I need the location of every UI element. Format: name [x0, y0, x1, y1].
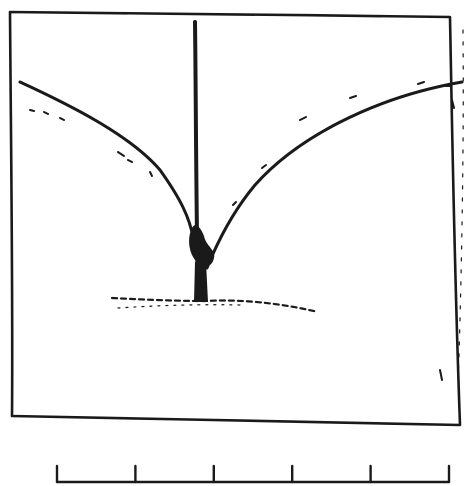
right-curve	[205, 80, 464, 270]
sketch-figure	[8, 10, 464, 427]
scale-bar	[55, 464, 451, 484]
stem-base	[194, 262, 208, 302]
ground-line-faint	[117, 304, 241, 309]
ink-specks	[29, 81, 455, 381]
stem-knot	[189, 225, 215, 267]
frame-border	[8, 10, 462, 427]
ground-line	[110, 296, 320, 314]
scale-bar-ticks	[55, 464, 451, 484]
left-curve	[18, 80, 195, 240]
